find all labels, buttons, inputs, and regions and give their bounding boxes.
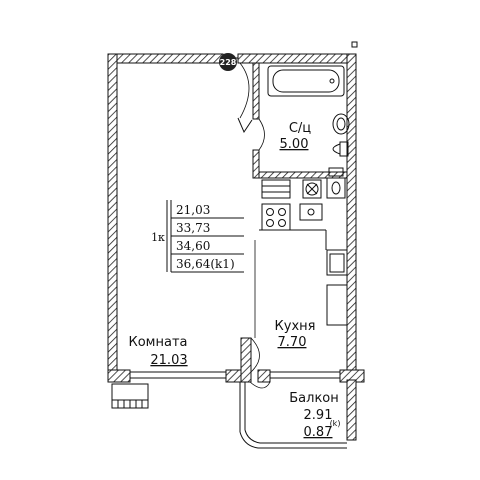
balcony-name: Балкон [289, 391, 339, 406]
bathroom-area: 5.00 [280, 137, 309, 152]
wall-balcony-right [346, 379, 357, 441]
stove-icon [261, 203, 291, 231]
wall-top-left [107, 53, 224, 64]
kitchen-name: Кухня [275, 319, 316, 334]
room-label-balcony: Балкон 2.91 (k) 0.87 [289, 391, 340, 440]
balcony-reduced-area: 0.87 [304, 425, 333, 440]
wall-bathroom-stub [252, 149, 260, 179]
fridge-icon [326, 249, 348, 326]
walls [107, 53, 365, 441]
kitchen-door [250, 337, 260, 373]
kitchen-area: 7.70 [278, 335, 307, 350]
kitchen-appliances [261, 167, 346, 199]
radiator [111, 383, 149, 409]
wall-right [346, 53, 357, 381]
apartment-number: 228 [220, 58, 237, 67]
apartment-type: 1к [151, 231, 165, 244]
table-value-2: 33,73 [176, 221, 210, 235]
wall-partition-pillar [240, 337, 252, 383]
toilet-icon [332, 141, 349, 157]
kitchen-sink-icon [299, 203, 323, 221]
area-table: 1к 21,03 33,73 34,60 36,64(k1) [151, 200, 244, 273]
bathtub-icon [267, 65, 345, 97]
wall-bottom-left [107, 369, 131, 383]
corner-marker [351, 41, 358, 48]
apartment-number-badge: 228 [219, 53, 237, 71]
balcony-outline [239, 381, 347, 449]
wall-left [107, 53, 118, 381]
bathroom-door [258, 118, 265, 151]
table-value-3: 34,60 [176, 239, 210, 253]
table-value-1: 21,03 [176, 203, 210, 217]
room-label-bathroom: С/ц 5.00 [280, 121, 312, 152]
wall-bathroom-bottom [257, 171, 348, 179]
table-value-4: 36,64(k1) [176, 257, 235, 271]
bathroom-name: С/ц [289, 121, 311, 136]
room-name: Комната [129, 335, 188, 350]
wall-bathroom-left [252, 62, 260, 120]
room-area: 21.03 [150, 353, 187, 368]
washbasin-icon [332, 113, 350, 135]
room-label-room: Комната 21.03 [129, 335, 188, 368]
room-label-kitchen: Кухня 7.70 [275, 319, 316, 350]
balcony-suffix: (k) [330, 419, 341, 428]
wall-bottom-mid2 [257, 369, 271, 383]
balcony-area: 2.91 [304, 408, 333, 423]
wall-top-right [237, 53, 357, 64]
